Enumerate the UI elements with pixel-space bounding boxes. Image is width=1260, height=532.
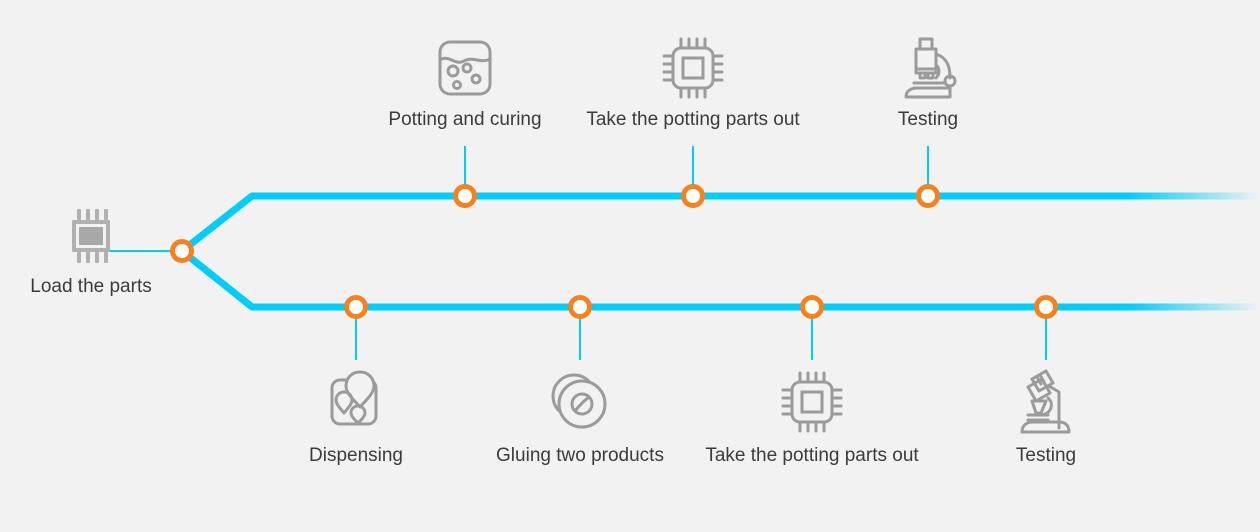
upper-branch-line <box>179 192 1120 254</box>
step-label: Testing <box>897 109 959 130</box>
dispensing-drops-icon <box>320 366 392 438</box>
step-potting-and-curing[interactable]: Potting and curing <box>335 32 595 132</box>
node-marker-upper-2[interactable] <box>681 184 705 208</box>
start-step-label: Load the parts <box>30 276 152 297</box>
node-marker-upper-3[interactable] <box>916 184 940 208</box>
step-label: Take the potting parts out <box>705 445 919 466</box>
step-dispensing[interactable]: Dispensing <box>226 366 486 468</box>
start-step-load-the-parts[interactable]: Load the parts <box>0 205 201 299</box>
branch-node-marker[interactable] <box>170 239 194 263</box>
step-label: Gluing two products <box>496 445 664 466</box>
upper-branch-fade <box>1110 192 1260 200</box>
step-gluing-two-products[interactable]: Gluing two products <box>450 366 710 468</box>
node-marker-lower-4[interactable] <box>1034 295 1058 319</box>
step-testing-upper[interactable]: Testing <box>798 32 1058 132</box>
lower-branch-line <box>179 248 1120 311</box>
node-marker-lower-1[interactable] <box>344 295 368 319</box>
two-discs-icon <box>544 366 616 438</box>
chip-outline-icon <box>776 366 848 438</box>
step-testing-lower[interactable]: Testing <box>916 366 1176 468</box>
step-take-the-potting-parts-out-upper[interactable]: Take the potting parts out <box>563 32 823 132</box>
chip-outline-icon <box>657 32 729 104</box>
potting-container-icon <box>429 32 501 104</box>
step-label: Take the potting parts out <box>586 109 800 130</box>
node-marker-upper-1[interactable] <box>453 184 477 208</box>
chip-icon <box>60 205 122 267</box>
step-take-the-potting-parts-out-lower[interactable]: Take the potting parts out <box>682 366 942 468</box>
step-label: Dispensing <box>309 445 403 466</box>
node-marker-lower-3[interactable] <box>800 295 824 319</box>
step-label: Testing <box>1015 445 1077 466</box>
microscope-icon <box>892 32 964 104</box>
microscope-tilted-icon <box>1010 366 1082 438</box>
node-marker-lower-2[interactable] <box>568 295 592 319</box>
lower-branch-fade <box>1110 303 1260 311</box>
step-label: Potting and curing <box>388 109 542 130</box>
